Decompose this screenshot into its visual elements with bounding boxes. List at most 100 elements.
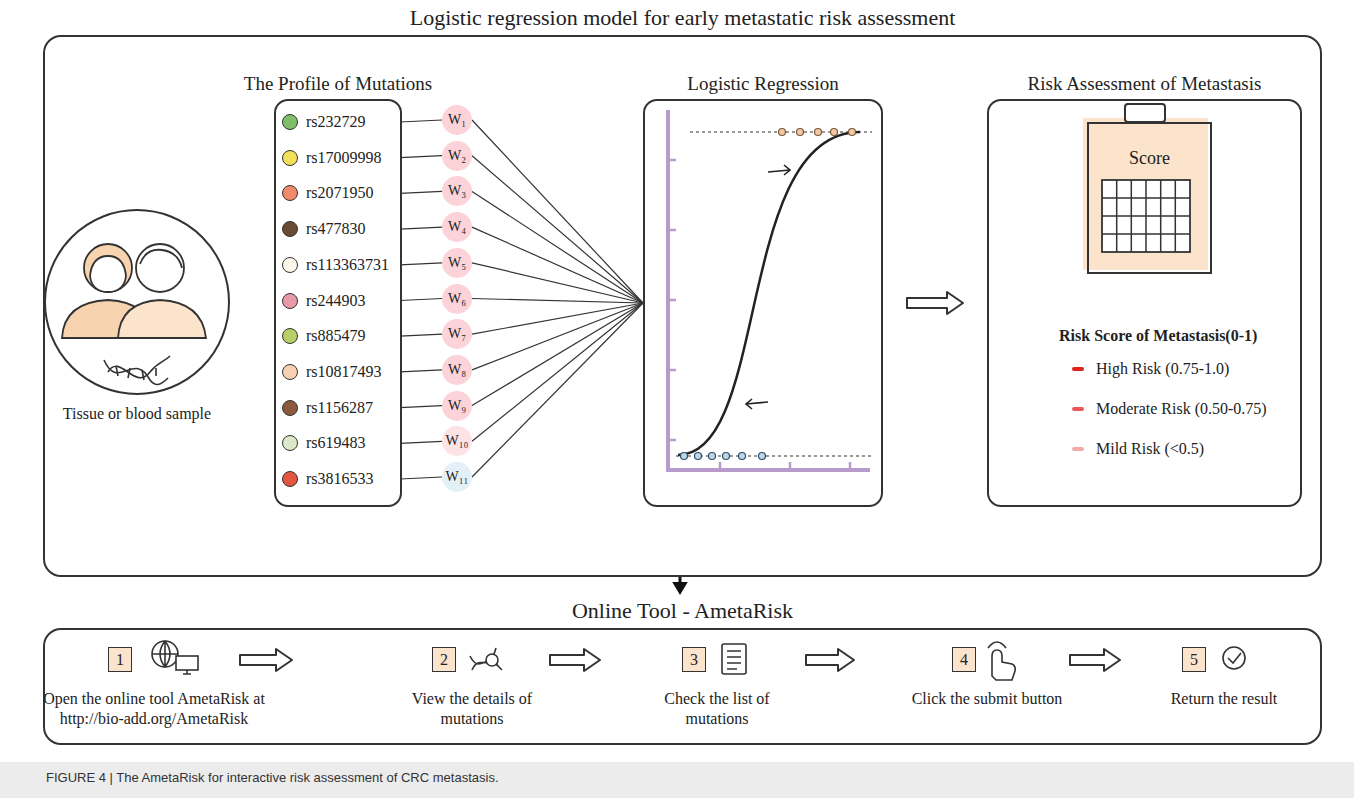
people-icon [62, 244, 206, 338]
caption-band [0, 762, 1354, 798]
step-number: 2 [440, 651, 448, 669]
mutation-dot [282, 435, 298, 451]
box-heading: The Profile of Mutations [244, 73, 432, 95]
step-number-box: 3 [682, 647, 706, 672]
connector [907, 292, 963, 314]
sample-label: Tissue or blood sample [63, 405, 211, 423]
step-item: 2View the details of mutations [300, 645, 542, 675]
connector [550, 649, 600, 671]
legend-text: Moderate Risk (0.50-0.75) [1096, 400, 1267, 418]
score-label: Score [1089, 148, 1210, 169]
step-item: 4Click the submit button [862, 645, 1062, 675]
sample-circle: Tissue or blood sample [44, 209, 230, 395]
mutation-item: rs477830 [282, 216, 400, 242]
legend-item: High Risk (0.75-1.0) [1072, 360, 1229, 378]
step-number: 1 [116, 651, 124, 669]
step-number-box: 1 [108, 647, 132, 672]
connector [472, 227, 643, 303]
step-item: 5Return the result [1128, 645, 1262, 675]
sigmoid-plot [668, 110, 872, 470]
weight-circle: W₁₁ [442, 462, 472, 492]
connector [400, 120, 442, 122]
weight-label: W₂ [448, 148, 466, 164]
score-clipboard: Score [1087, 122, 1212, 274]
mutation-dot [282, 114, 298, 130]
mutation-dot [282, 328, 298, 344]
connector [400, 477, 442, 479]
weight-circle: W₂ [442, 141, 472, 171]
weight-label: W₇ [448, 326, 466, 342]
weight-circle: W₉ [442, 391, 472, 421]
step-number-box: 4 [952, 647, 976, 672]
connector [472, 303, 643, 477]
connector [472, 299, 643, 304]
mutation-item: rs244903 [282, 288, 400, 314]
connector [472, 303, 643, 441]
mutation-dot [282, 185, 298, 201]
step-number: 4 [960, 651, 968, 669]
legend-swatch [1072, 407, 1084, 411]
weight-circle: W₁ [442, 105, 472, 135]
weight-circle: W₇ [442, 319, 472, 349]
legend-item: Mild Risk (<0.5) [1072, 440, 1204, 458]
mutation-item: rs619483 [282, 430, 400, 456]
mutation-item: rs113363731 [282, 252, 400, 278]
panel-box: Logistic regression model for early meta… [43, 35, 1322, 577]
regression-box: Logistic Regression [643, 99, 883, 507]
connector [400, 191, 442, 193]
connector [472, 263, 643, 303]
mutation-id: rs885479 [306, 327, 366, 345]
connector [400, 263, 442, 265]
mutation-id: rs619483 [306, 434, 366, 452]
mutation-item: rs885479 [282, 323, 400, 349]
step-number-box: 2 [432, 647, 456, 672]
connector [400, 299, 442, 301]
mutation-item: rs10817493 [282, 359, 400, 385]
mutation-id: rs113363731 [306, 256, 389, 274]
mutation-id: rs1156287 [306, 399, 373, 417]
risk-score-title: Risk Score of Metastasis(0-1) [1059, 327, 1257, 345]
weight-circle: W₃ [442, 176, 472, 206]
mutation-item: rs232729 [282, 109, 400, 135]
step-number: 5 [1190, 651, 1198, 669]
mutation-id: rs3816533 [306, 470, 374, 488]
weight-label: W₁₀ [446, 433, 469, 449]
mutation-id: rs2071950 [306, 184, 374, 202]
connector [472, 156, 643, 303]
mutation-item: rs2071950 [282, 180, 400, 206]
weight-label: W₆ [448, 291, 466, 307]
mutation-item: rs3816533 [282, 466, 400, 492]
mutation-item: rs1156287 [282, 395, 400, 421]
mutation-list-box: The Profile of Mutationsrs232729rs170099… [274, 99, 402, 507]
step-description: Return the result [1149, 689, 1299, 709]
connector [472, 303, 643, 370]
panel-heading: Online Tool - AmetaRisk [572, 598, 793, 624]
mutation-id: rs232729 [306, 113, 366, 131]
weight-label: W₃ [448, 183, 466, 199]
weight-label: W₈ [448, 362, 466, 378]
mutation-dot [282, 150, 298, 166]
clipboard-icon [1083, 104, 1208, 270]
connector [400, 227, 442, 229]
step-description: Click the submit button [907, 689, 1067, 709]
mutation-dot [282, 400, 298, 416]
legend-text: Mild Risk (<0.5) [1096, 440, 1204, 458]
mutation-dot [282, 221, 298, 237]
tool-panel: Online Tool - AmetaRisk1Open the online … [43, 628, 1322, 745]
weight-circle: W₄ [442, 212, 472, 242]
mutation-dot [282, 364, 298, 380]
weight-label: W₄ [448, 219, 466, 235]
mutation-id: rs477830 [306, 220, 366, 238]
panel-heading: Logistic regression model for early meta… [410, 5, 956, 31]
legend-item: Moderate Risk (0.50-0.75) [1072, 400, 1267, 418]
dna-icon [104, 356, 170, 384]
step-number-box: 5 [1182, 647, 1206, 672]
connector [672, 577, 688, 595]
box-heading: Logistic Regression [687, 73, 838, 95]
connector [400, 156, 442, 158]
mutation-dot [282, 257, 298, 273]
weight-circle: W₈ [442, 355, 472, 385]
step-icons [152, 641, 1245, 680]
step-number: 3 [690, 651, 698, 669]
